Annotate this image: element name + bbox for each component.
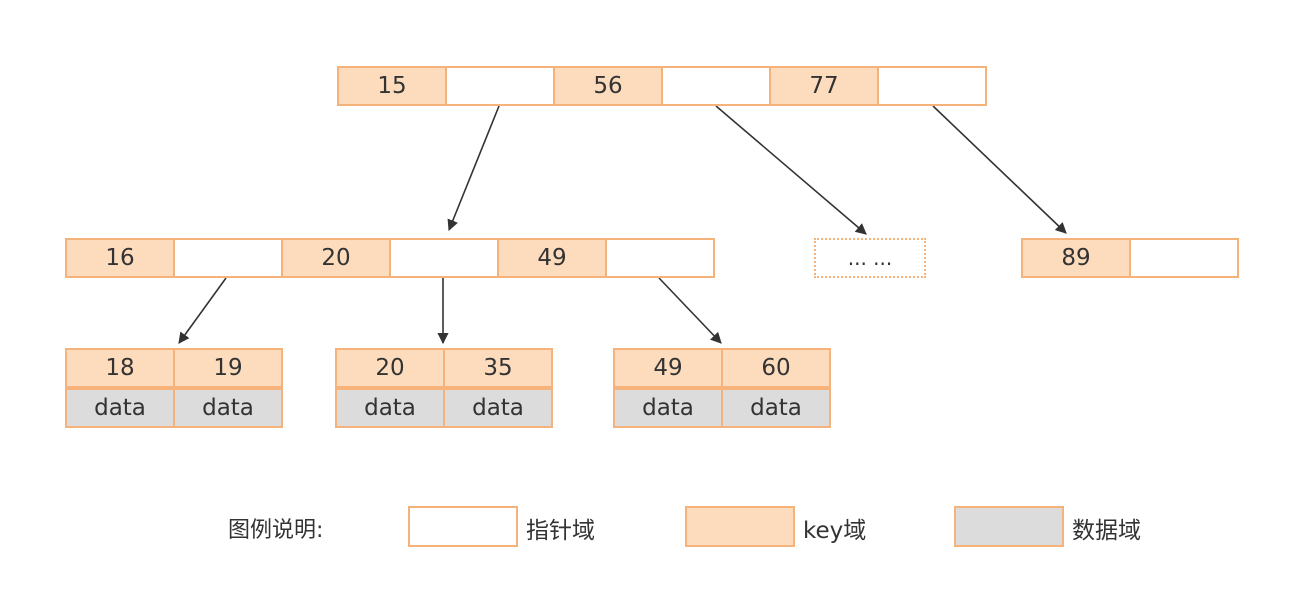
node-a-key-1: 16 (65, 238, 175, 278)
arrow-root-to-placeholder (715, 105, 867, 235)
arrow-node-a-to-leaf-3 (658, 277, 722, 344)
root-key-2: 56 (553, 66, 663, 106)
arrow-root-to-node-c (932, 105, 1067, 234)
leaf-1-key-2: 19 (173, 348, 283, 388)
root-key-3: 77 (769, 66, 879, 106)
node-a-pointer-3 (605, 238, 715, 278)
leaf-2-key-2: 35 (443, 348, 553, 388)
leaf-1-data-2: data (173, 388, 283, 428)
leaf-3-data-1: data (613, 388, 723, 428)
placeholder-node: ... ... (814, 238, 926, 278)
legend-pointer-swatch (408, 506, 518, 547)
legend-key-swatch (685, 506, 795, 547)
node-c-pointer-1 (1129, 238, 1239, 278)
arrow-node-a-to-leaf-1 (178, 277, 227, 344)
leaf-3-key-1: 49 (613, 348, 723, 388)
leaf-3-key-2: 60 (721, 348, 831, 388)
node-a-key-2: 20 (281, 238, 391, 278)
node-c-key-1: 89 (1021, 238, 1131, 278)
legend-title: 图例说明: (228, 518, 324, 543)
node-a-key-3: 49 (497, 238, 607, 278)
legend-data-swatch (954, 506, 1064, 547)
arrow-root-to-node-a (447, 105, 500, 232)
root-pointer-4 (877, 66, 987, 106)
leaf-1-key-1: 18 (65, 348, 175, 388)
legend-key-label: key域 (803, 518, 867, 544)
node-a-pointer-1 (173, 238, 283, 278)
root-pointer-2 (445, 66, 555, 106)
node-a-pointer-2 (389, 238, 499, 278)
leaf-2-key-1: 20 (335, 348, 445, 388)
legend-data-label: 数据域 (1072, 518, 1141, 544)
leaf-1-data-1: data (65, 388, 175, 428)
leaf-3-data-2: data (721, 388, 831, 428)
leaf-2-data-1: data (335, 388, 445, 428)
root-key-1: 15 (337, 66, 447, 106)
root-pointer-3 (661, 66, 771, 106)
legend-pointer-label: 指针域 (526, 518, 595, 544)
leaf-2-data-2: data (443, 388, 553, 428)
